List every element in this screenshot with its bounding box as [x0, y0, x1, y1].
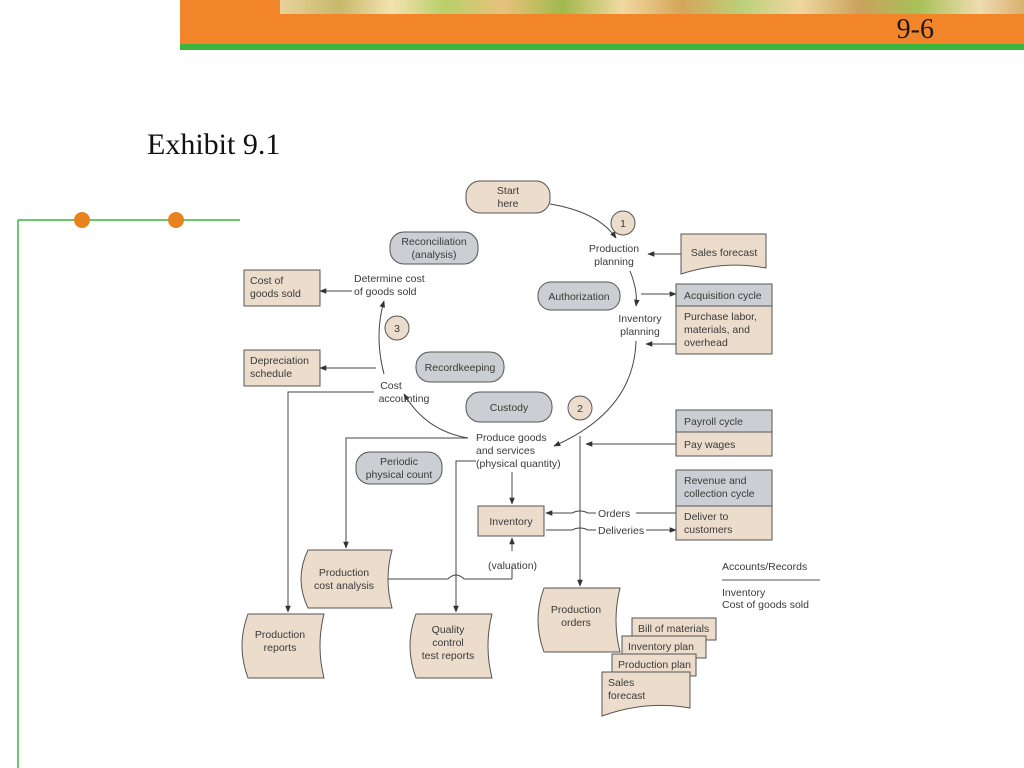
sales-forecast-doc: Sales forecast	[601, 671, 691, 717]
svg-text:Production: Production	[551, 604, 601, 616]
svg-text:Pay wages: Pay wages	[684, 439, 735, 451]
svg-text:Authorization: Authorization	[548, 291, 609, 303]
svg-text:of goods sold: of goods sold	[354, 286, 417, 298]
decoration-dot	[168, 212, 184, 228]
banner-green-stripe	[180, 44, 1024, 50]
svg-text:Production: Production	[589, 243, 639, 255]
svg-text:reports: reports	[264, 642, 297, 654]
cost-of-goods-sold-box: Cost of goods sold	[243, 269, 321, 307]
svg-text:Cost of: Cost of	[250, 275, 283, 287]
svg-text:Reconciliation: Reconciliation	[401, 236, 467, 248]
svg-text:Deliver to: Deliver to	[684, 511, 729, 523]
svg-text:Payroll cycle: Payroll cycle	[684, 416, 743, 428]
svg-text:and services: and services	[476, 445, 535, 457]
accounts-records-legend: Accounts/Records Inventory Cost of goods…	[722, 561, 820, 611]
cost-accounting-label: Cost accounting	[379, 380, 430, 405]
step-marker: 1	[610, 210, 636, 236]
svg-text:collection cycle: collection cycle	[684, 488, 755, 500]
bill-of-materials-doc: Bill of materials	[631, 617, 717, 641]
svg-text:control: control	[432, 637, 464, 649]
step-marker: 2	[567, 395, 593, 421]
svg-text:Recordkeeping: Recordkeeping	[425, 362, 496, 374]
svg-text:test reports: test reports	[422, 650, 475, 662]
svg-text:materials, and: materials, and	[684, 324, 750, 336]
determine-cost-label: Determine cost of goods sold	[354, 273, 425, 298]
svg-text:cost analysis: cost analysis	[314, 580, 374, 592]
svg-text:customers: customers	[684, 524, 732, 536]
svg-text:Production plan: Production plan	[618, 659, 691, 671]
reconciliation-node: Reconciliation (analysis)	[389, 231, 479, 265]
svg-text:Inventory: Inventory	[618, 313, 662, 325]
sales-forecast-document: Sales forecast	[680, 233, 767, 275]
svg-text:3: 3	[394, 323, 400, 335]
periodic-count-node: Periodic physical count	[355, 451, 443, 485]
inventory-planning-label: Inventory planning	[618, 313, 662, 338]
svg-text:planning: planning	[594, 256, 634, 268]
svg-text:Inventory: Inventory	[489, 516, 533, 528]
svg-text:(physical quantity): (physical quantity)	[476, 458, 561, 470]
svg-text:Production: Production	[319, 567, 369, 579]
svg-text:forecast: forecast	[608, 690, 645, 702]
svg-text:accounting: accounting	[379, 393, 430, 405]
quality-control-file: Quality control test reports	[409, 613, 493, 679]
deliveries-label: Deliveries	[598, 525, 644, 537]
production-cycle-diagram: 1 2 3 Start here Reconciliation (analysi…	[241, 180, 820, 717]
svg-text:Acquisition cycle: Acquisition cycle	[684, 290, 762, 302]
svg-text:Inventory plan: Inventory plan	[628, 641, 694, 653]
svg-text:Quality: Quality	[432, 624, 465, 636]
production-plan-doc: Production plan	[611, 653, 697, 677]
authorization-node: Authorization	[537, 281, 621, 311]
page-title: Exhibit 9.1	[147, 128, 281, 161]
svg-text:orders: orders	[561, 617, 591, 629]
svg-text:Bill of materials: Bill of materials	[638, 623, 709, 635]
svg-text:physical count: physical count	[366, 469, 433, 481]
production-reports-file: Production reports	[241, 613, 325, 679]
payroll-cycle-box: Payroll cycle Pay wages	[675, 409, 773, 457]
svg-text:Produce goods: Produce goods	[476, 432, 547, 444]
svg-text:Start: Start	[497, 185, 519, 197]
recordkeeping-node: Recordkeeping	[415, 351, 505, 383]
step-marker: 3	[384, 315, 410, 341]
legend-item: Inventory	[722, 587, 766, 599]
svg-text:overhead: overhead	[684, 337, 728, 349]
legend-item: Cost of goods sold	[722, 599, 809, 611]
acquisition-cycle-box: Acquisition cycle Purchase labor, materi…	[675, 283, 773, 355]
svg-text:Sales forecast: Sales forecast	[691, 247, 758, 259]
slide-number: 9-6	[896, 14, 934, 44]
svg-text:Sales: Sales	[608, 677, 634, 689]
production-orders-file: Production orders	[537, 587, 621, 653]
svg-text:1: 1	[620, 218, 626, 230]
svg-text:schedule: schedule	[250, 368, 292, 380]
svg-text:(analysis): (analysis)	[412, 249, 457, 261]
svg-text:2: 2	[577, 403, 583, 415]
top-banner: 9-6	[180, 0, 1024, 44]
depreciation-schedule-box: Depreciation schedule	[243, 349, 321, 387]
svg-text:here: here	[497, 198, 518, 210]
produce-goods-label: Produce goods and services (physical qua…	[476, 432, 561, 470]
banner-texture	[280, 0, 1024, 14]
production-planning-label: Production planning	[589, 243, 639, 268]
inventory-plan-doc: Inventory plan	[621, 635, 707, 659]
revenue-cycle-box: Revenue and collection cycle Deliver to …	[675, 469, 773, 541]
svg-text:Periodic: Periodic	[380, 456, 418, 468]
svg-text:Depreciation: Depreciation	[250, 355, 309, 367]
left-decoration	[17, 212, 240, 768]
start-node: Start here	[465, 180, 551, 214]
svg-text:Custody: Custody	[490, 402, 529, 414]
orders-label: Orders	[598, 508, 630, 520]
svg-text:planning: planning	[620, 326, 660, 338]
production-cost-analysis-file: Production cost analysis	[300, 549, 393, 609]
svg-text:Determine cost: Determine cost	[354, 273, 425, 285]
decoration-dot	[74, 212, 90, 228]
legend-title: Accounts/Records	[722, 561, 807, 573]
svg-text:Purchase labor,: Purchase labor,	[684, 311, 757, 323]
svg-text:Production: Production	[255, 629, 305, 641]
svg-text:goods sold: goods sold	[250, 288, 301, 300]
svg-text:Cost: Cost	[380, 380, 402, 392]
custody-node: Custody	[465, 391, 553, 423]
inventory-box: Inventory	[477, 505, 545, 537]
valuation-label: (valuation)	[488, 560, 537, 572]
svg-text:Revenue and: Revenue and	[684, 475, 747, 487]
